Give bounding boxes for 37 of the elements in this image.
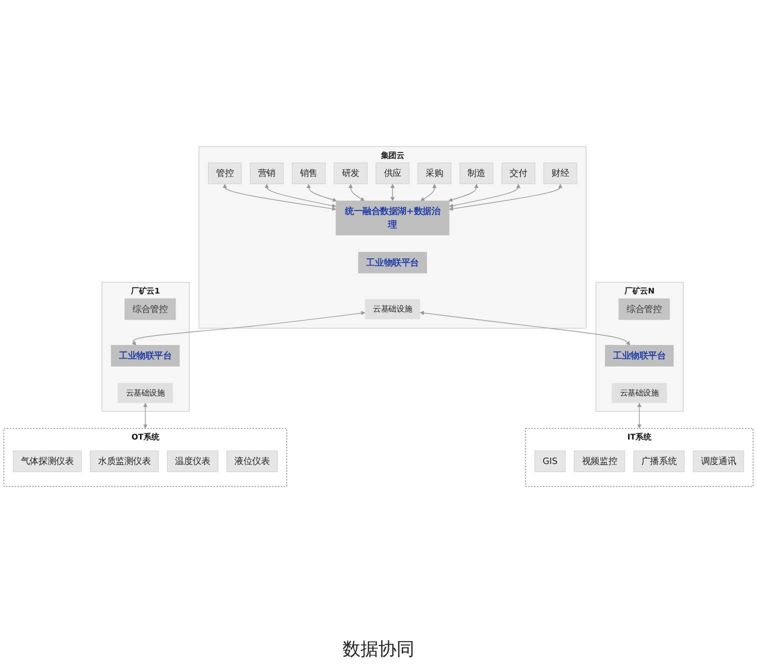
arrow	[420, 184, 437, 202]
arrow	[448, 184, 479, 202]
arrow	[348, 184, 365, 202]
node-box: 综合管控	[618, 298, 670, 320]
arrow	[264, 184, 336, 208]
node-box: 研发	[334, 162, 368, 184]
node-box: 工业物联平台	[358, 252, 427, 274]
node-box: 财经	[543, 162, 578, 184]
node-box: 液位仪表	[226, 450, 278, 472]
arrow	[637, 402, 642, 429]
node-box: 交付	[502, 162, 536, 184]
node-box: 调度通讯	[692, 450, 744, 472]
node-box: 工业物联平台	[110, 345, 180, 366]
arrow	[420, 310, 630, 346]
arrow	[222, 184, 336, 211]
node-box: 综合管控	[124, 298, 176, 320]
node-box: 供应	[376, 162, 410, 184]
node-box: 统一融合数据湖+数据治理	[336, 200, 450, 236]
node-box: 管控	[208, 162, 242, 184]
node-box: 销售	[292, 162, 326, 184]
arrow	[390, 184, 395, 202]
arrow	[143, 402, 148, 429]
node-box: 采购	[418, 162, 452, 184]
arrow	[132, 311, 366, 346]
note-text: 数据协同	[342, 639, 414, 660]
arrow	[448, 184, 562, 211]
node-box: 制造	[460, 162, 494, 184]
arrow	[306, 184, 337, 202]
node-box: GIS	[534, 450, 566, 472]
node-box: 温度仪表	[167, 450, 218, 472]
node-box: 工业物联平台	[604, 345, 674, 366]
arrow	[448, 184, 521, 208]
node-box: 广播系统	[633, 450, 685, 472]
node-box: 水质监测仪表	[90, 450, 159, 472]
node-box: 气体探测仪表	[12, 450, 82, 472]
node-box: 视频监控	[574, 450, 626, 472]
node-box: 营销	[250, 162, 284, 184]
